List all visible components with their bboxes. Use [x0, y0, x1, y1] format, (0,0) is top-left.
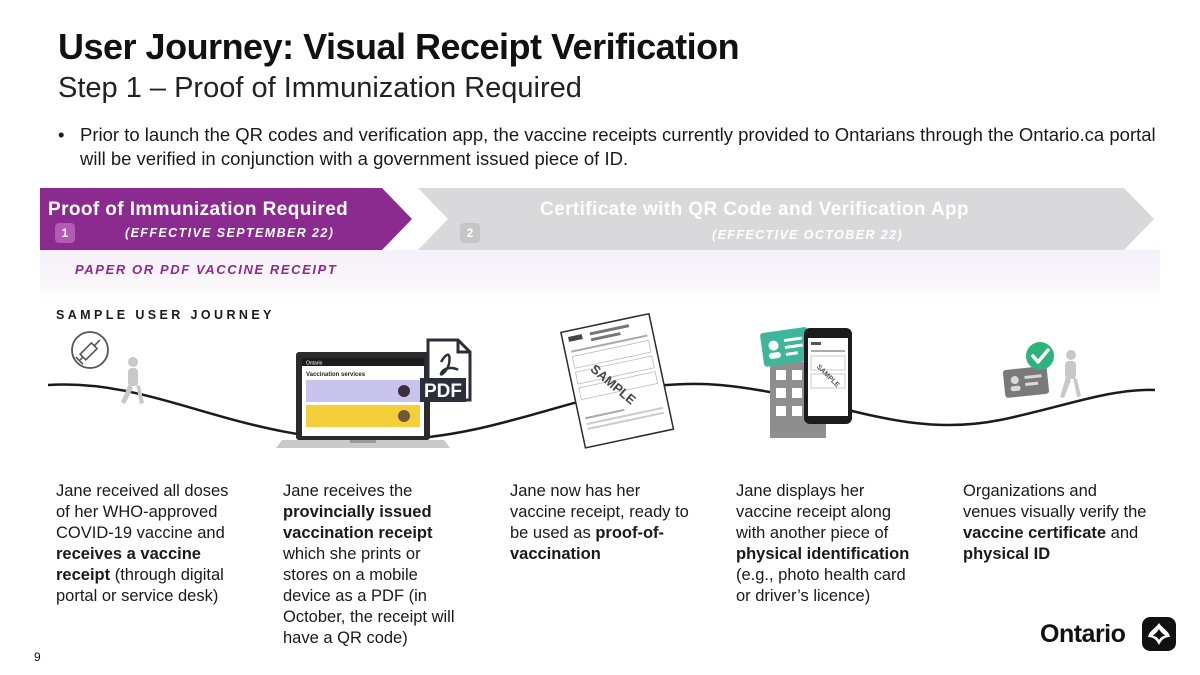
journey-illustration: Ontario Vaccination services PDF SAMPLE: [47, 312, 1156, 449]
body-text: Jane received all doses of her WHO-appro…: [56, 482, 229, 542]
emphasis-text: provincially issued vaccination receipt: [283, 503, 433, 542]
step-2-label: Certificate with QR Code and Verificatio…: [540, 199, 970, 220]
body-text: Organizations and venues visually verify…: [963, 482, 1147, 521]
page-subtitle: Step 1 – Proof of Immunization Required: [58, 72, 582, 104]
svg-text:PDF: PDF: [424, 381, 462, 402]
id-card-icon: [760, 327, 812, 367]
page-title: User Journey: Visual Receipt Verificatio…: [58, 26, 740, 67]
body-text: and: [1106, 524, 1139, 542]
step-1-number-badge: 1: [55, 223, 75, 243]
bullet-marker: •: [58, 124, 65, 145]
step-2-number-badge: 2: [460, 223, 480, 243]
body-text: Jane displays her vaccine receipt along …: [736, 482, 892, 542]
journey-step-5-text: Organizations and venues visually verify…: [963, 481, 1153, 565]
emphasis-text: physical ID: [963, 545, 1051, 563]
emphasis-text: vaccine certificate: [963, 524, 1107, 542]
step-1-label: Proof of Immunization Required: [48, 199, 349, 220]
step-2-effective-date: (EFFECTIVE OCTOBER 22): [712, 228, 904, 242]
step-2-chevron: [418, 188, 1154, 250]
walking-person-icon: [1060, 350, 1081, 398]
journey-path-line: [47, 382, 1156, 442]
body-text: Jane now has her vaccine receipt, ready …: [510, 482, 689, 542]
laptop-icon: Ontario Vaccination services: [276, 352, 450, 448]
body-text: (e.g., photo health card or driver’s lic…: [736, 566, 906, 605]
intro-bullet: • Prior to launch the QR codes and verif…: [58, 123, 1158, 171]
pdf-file-icon: PDF: [420, 338, 472, 402]
page-number: 9: [34, 650, 41, 664]
journey-step-3-text: Jane now has her vaccine receipt, ready …: [510, 481, 690, 565]
emphasis-text: receives a vaccine receipt: [56, 545, 201, 584]
journey-step-4-text: Jane displays her vaccine receipt along …: [736, 481, 922, 607]
svg-text:Ontario: Ontario: [306, 361, 323, 367]
body-text: Jane receives the: [283, 482, 413, 500]
syringe-icon: [71, 331, 109, 369]
step-1-effective-date: (EFFECTIVE SEPTEMBER 22): [125, 226, 335, 240]
emphasis-text: physical identification: [736, 545, 910, 563]
body-text: which she prints or stores on a mobile d…: [283, 545, 455, 647]
receipt-document-icon: SAMPLE: [560, 312, 675, 449]
receipt-type-band: [40, 250, 1160, 302]
ontario-trillium-icon: [1142, 617, 1176, 651]
step-1-chevron: [40, 188, 412, 250]
svg-text:Vaccination services: Vaccination services: [306, 372, 366, 378]
intro-text: Prior to launch the QR codes and verific…: [80, 124, 1156, 169]
journey-step-2-text: Jane receives the provincially issued va…: [283, 481, 465, 649]
body-text: (through digital portal or service desk): [56, 566, 224, 605]
verification-id-card-icon: [1002, 365, 1050, 398]
checkmark-icon: [1026, 342, 1054, 370]
mobile-phone-icon: SAMPLE: [804, 328, 852, 424]
walking-person-icon: [121, 357, 144, 404]
receipt-type-label: PAPER OR PDF VACCINE RECEIPT: [75, 262, 338, 277]
ontario-logo-text: Ontario: [1040, 620, 1126, 648]
emphasis-text: proof-of-vaccination: [510, 524, 665, 563]
journey-step-1-text: Jane received all doses of her WHO-appro…: [56, 481, 236, 607]
journey-section-label: SAMPLE USER JOURNEY: [56, 308, 275, 322]
